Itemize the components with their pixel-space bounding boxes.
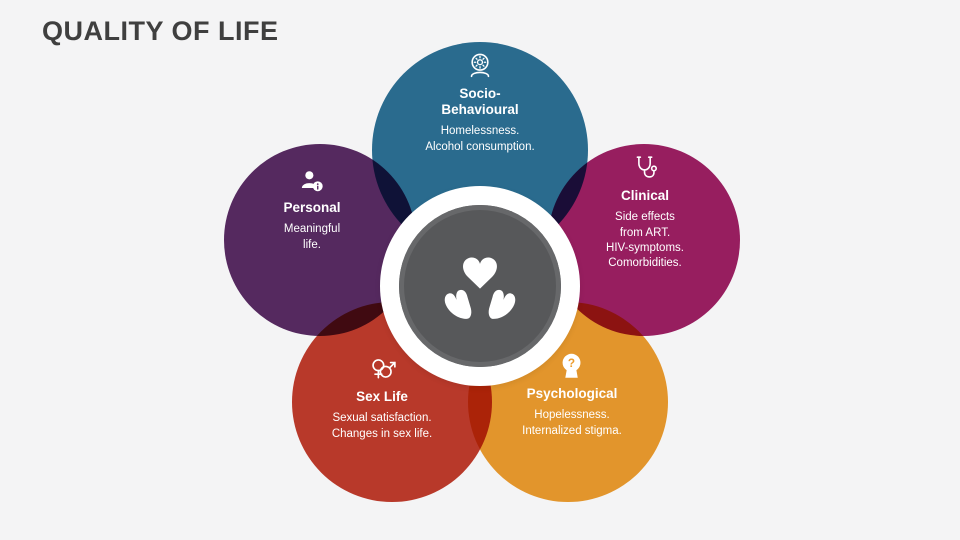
- petal-text-line: life.: [303, 238, 321, 251]
- petal-text-line: Changes in sex life.: [331, 427, 433, 440]
- petal-title: Socio-Behavioural: [441, 86, 519, 118]
- petal-text-line: HIV-symptoms.: [606, 242, 684, 254]
- petal-text-line: Meaningful: [283, 223, 341, 236]
- center-circle: [380, 186, 580, 386]
- petal-text-line: Alcohol consumption.: [425, 140, 535, 153]
- svg-text:?: ?: [568, 357, 575, 370]
- page-title: QUALITY OF LIFE: [42, 16, 279, 46]
- petal-title: Personal: [283, 200, 341, 215]
- person-info-icon: [301, 171, 323, 192]
- petal-text-line: Sexual satisfaction.: [332, 412, 432, 425]
- petal-title: Sex Life: [356, 389, 408, 404]
- petal-text-line: Internalized stigma.: [522, 424, 622, 437]
- petal-clinical: Clinical Side effects from ART. HIV-symp…: [565, 152, 725, 272]
- center-core: [399, 205, 561, 367]
- petal-sex-life: Sex Life Sexual satisfaction. Changes in…: [297, 352, 467, 442]
- petal-text-line: Side effects: [615, 211, 675, 224]
- petal-personal: Personal Meaningful life.: [232, 166, 392, 253]
- head-gear-icon: [470, 53, 490, 78]
- petal-psychological: ? Psychological Hopelessness. Internaliz…: [487, 350, 657, 439]
- petal-text-line: from ART.: [619, 226, 671, 239]
- gender-symbols-icon: [371, 359, 396, 379]
- petal-title: Clinical: [620, 188, 669, 203]
- petal-text-line: Hopelessness.: [534, 409, 610, 422]
- petal-text-line: Comorbidities.: [608, 257, 682, 270]
- head-question-icon: ?: [562, 353, 581, 378]
- petal-text-line: Homelessness.: [440, 125, 520, 138]
- petal-socio-behavioural: Socio-Behavioural Homelessness. Alcohol …: [385, 50, 575, 155]
- heart-in-hands-icon: [444, 257, 516, 319]
- stethoscope-icon: [636, 156, 658, 178]
- petal-title: Psychological: [526, 386, 618, 401]
